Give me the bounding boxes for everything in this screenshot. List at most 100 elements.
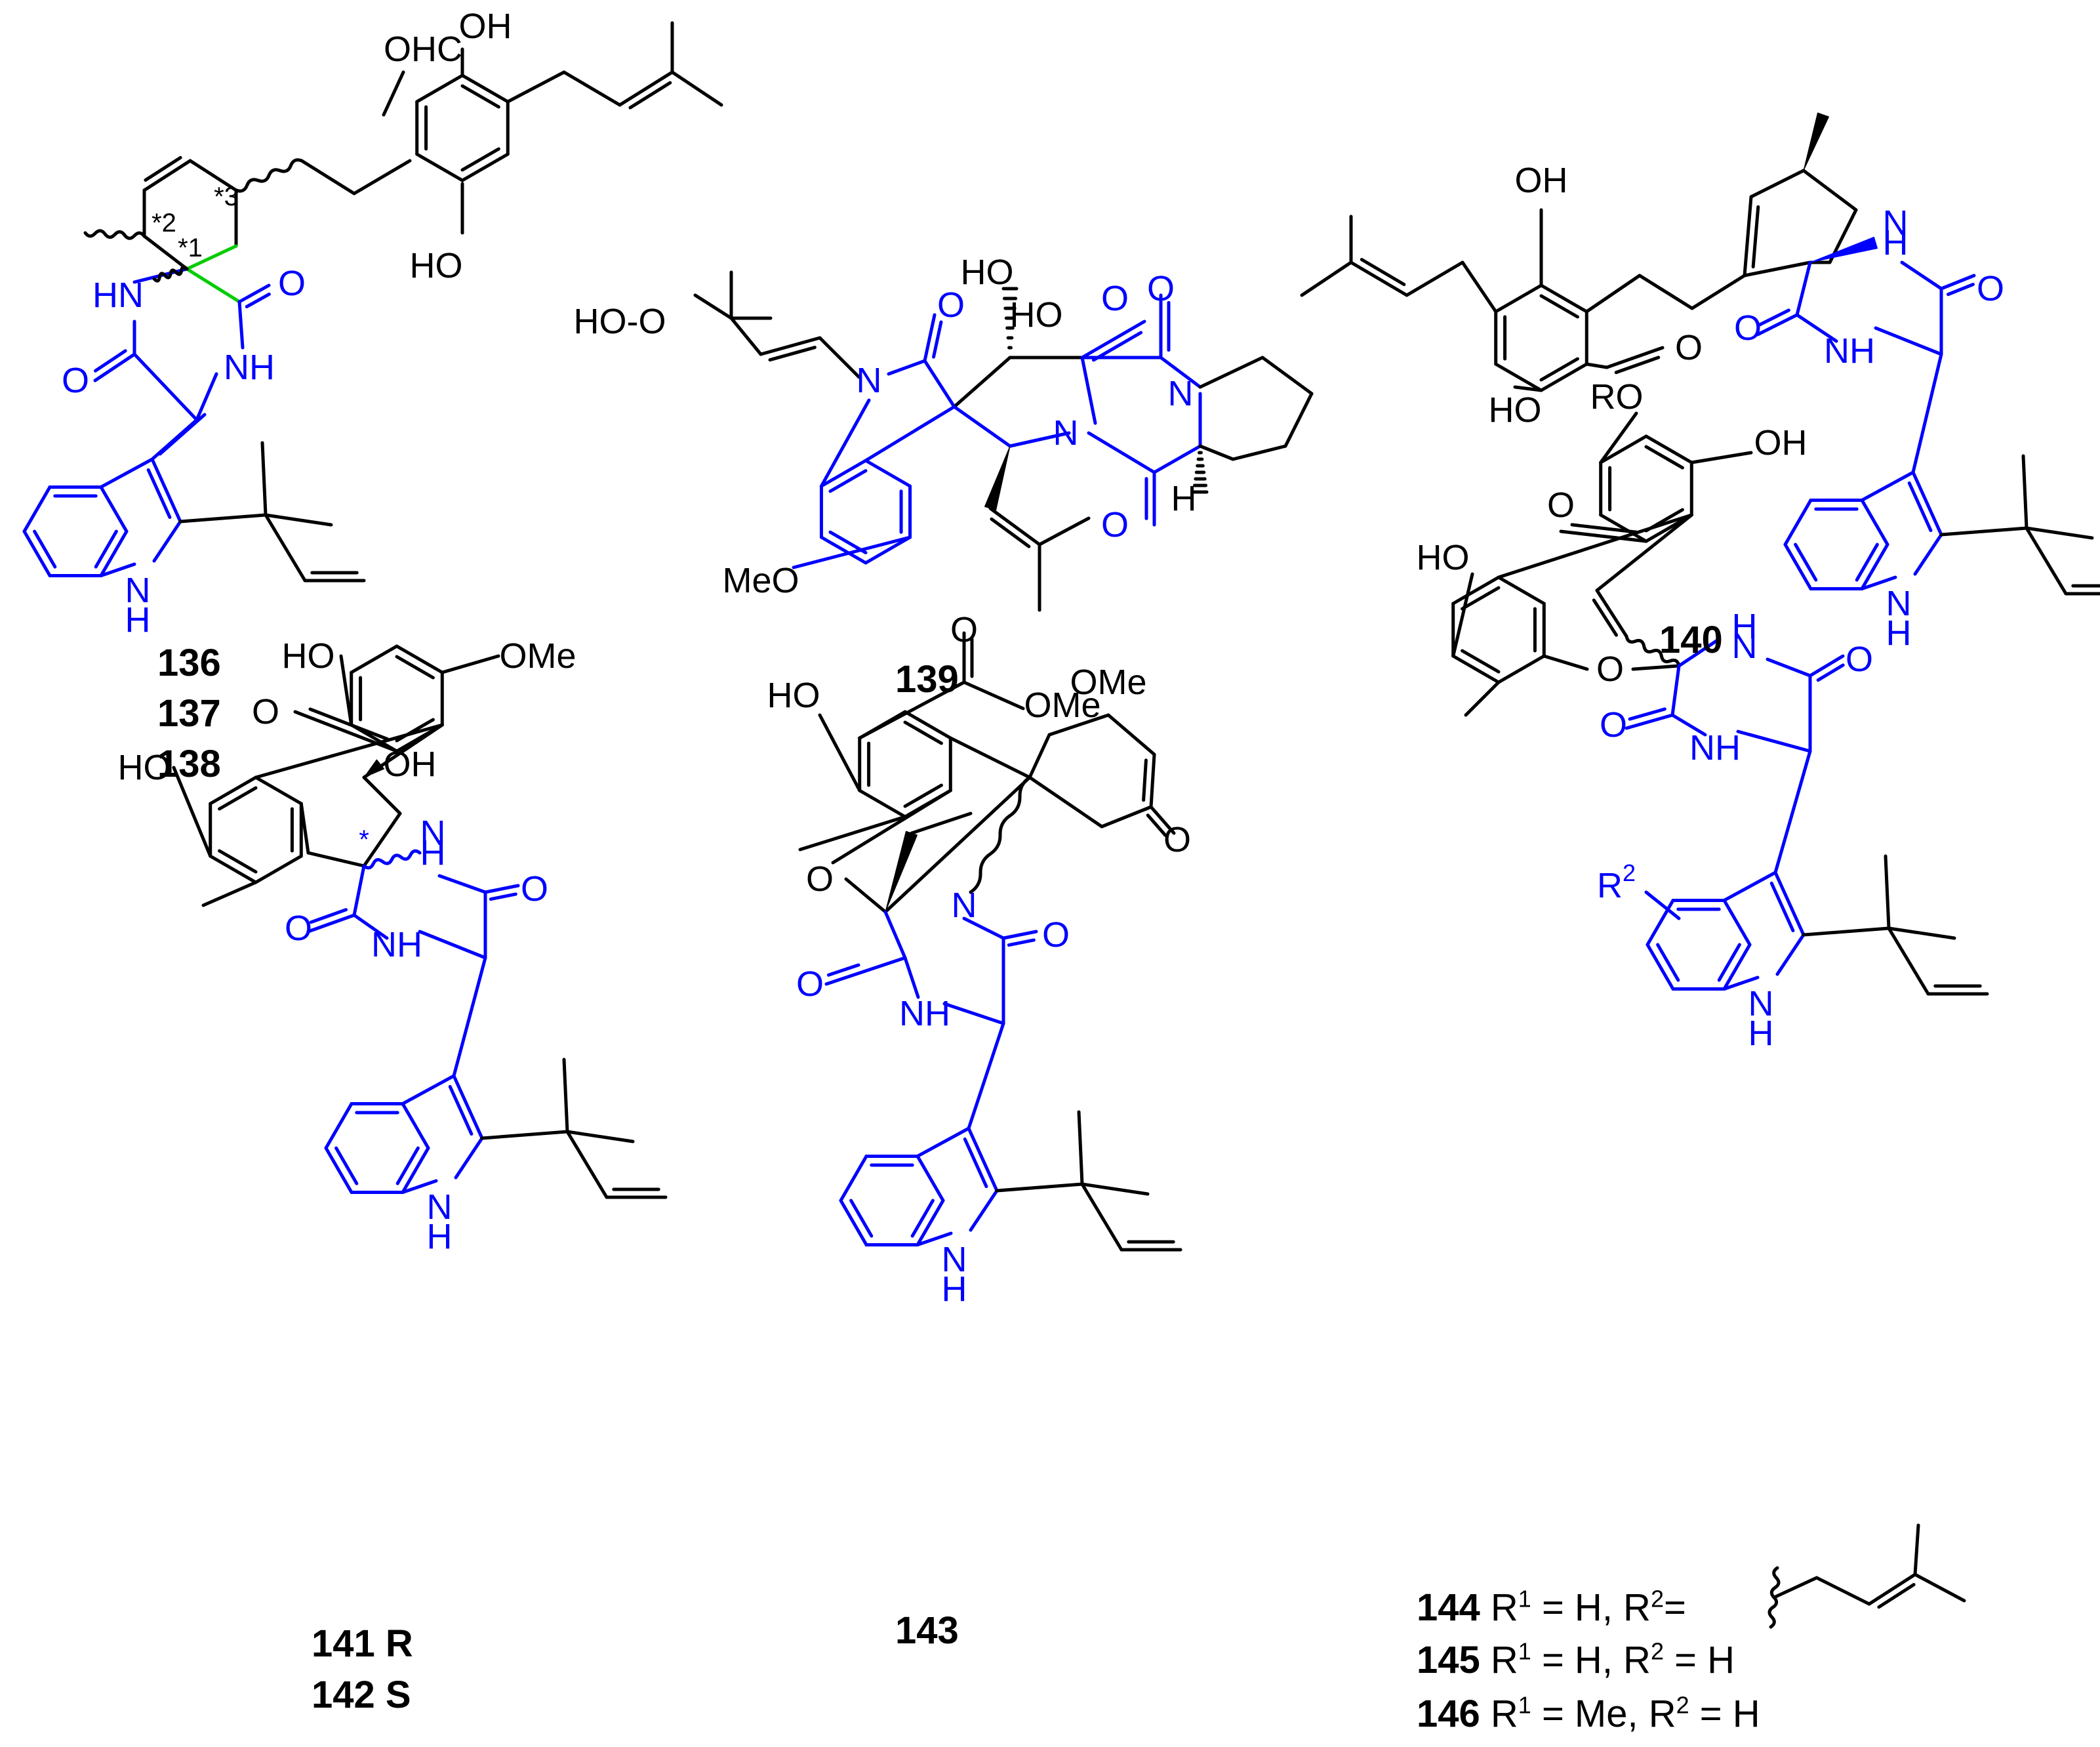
bond <box>299 802 310 855</box>
bond <box>1146 813 1167 837</box>
bond <box>1722 871 1777 902</box>
bond <box>150 457 182 524</box>
bond <box>188 159 238 192</box>
bond <box>1349 260 1409 297</box>
bond <box>819 398 871 488</box>
bond <box>460 152 510 182</box>
bond <box>94 349 127 373</box>
bond <box>883 775 1032 914</box>
bond <box>1585 362 1609 369</box>
r2-label: R2 <box>1597 859 1636 906</box>
bond <box>916 1199 945 1247</box>
bond <box>1656 943 1680 982</box>
bond <box>1677 638 1720 668</box>
atom-o: O <box>1101 505 1129 545</box>
bond <box>480 1130 569 1140</box>
atom-stereo3: *3 <box>214 182 239 211</box>
compound-label-137: 137 <box>157 692 221 735</box>
bond <box>1756 313 1799 337</box>
atom-nh: NH <box>899 994 950 1033</box>
bond <box>2025 526 2068 596</box>
bond <box>1614 356 1661 375</box>
bond <box>1939 526 2029 537</box>
bond <box>1802 926 1891 937</box>
bond <box>460 147 500 172</box>
bond <box>260 441 268 517</box>
bond <box>293 710 399 753</box>
bond <box>1605 346 1665 369</box>
bond <box>1946 283 1975 297</box>
bond <box>1198 444 1235 461</box>
bond <box>300 159 356 195</box>
bond <box>1913 1572 1966 1603</box>
bond <box>858 680 966 740</box>
atom-ome: OMe <box>499 636 576 676</box>
bond-network <box>22 21 2100 1629</box>
compound-label-138: 138 <box>157 743 221 785</box>
bond <box>1860 543 1889 591</box>
bond <box>309 908 348 924</box>
bond <box>1911 352 1943 474</box>
bond <box>306 913 356 934</box>
bond <box>1585 274 1642 314</box>
bond <box>33 529 57 569</box>
bond <box>1599 434 1648 464</box>
bond <box>1646 898 1675 947</box>
atom-o: O <box>950 610 978 649</box>
bond <box>1539 283 1588 314</box>
bond <box>178 513 268 524</box>
bond <box>1773 749 1812 874</box>
atom-h: H <box>1748 1014 1774 1053</box>
bond <box>1644 434 1693 464</box>
atom-n: N <box>427 1187 453 1227</box>
bond <box>932 320 943 359</box>
bond <box>792 535 912 569</box>
bond <box>452 956 487 1078</box>
bond <box>1736 730 1812 753</box>
bond <box>362 812 402 868</box>
atom-h: H <box>1171 479 1197 518</box>
atom-o: O <box>1596 649 1624 689</box>
atom-n: N <box>952 886 977 925</box>
bond <box>142 159 192 192</box>
bond <box>818 713 862 792</box>
bond <box>1008 431 1071 448</box>
compound-label-142: 142 S <box>312 1674 411 1716</box>
atom-oh: OH <box>1515 161 1568 200</box>
bond <box>849 1199 874 1238</box>
bond <box>350 644 399 674</box>
bond <box>1816 663 1845 682</box>
bond <box>1855 543 1879 582</box>
bond <box>1159 356 1202 389</box>
bond <box>234 158 304 193</box>
bond <box>565 1130 609 1199</box>
bond <box>448 1084 474 1136</box>
bond <box>142 234 189 271</box>
bond <box>22 485 52 533</box>
bond <box>1773 871 1806 937</box>
atom-h: H <box>427 1217 453 1256</box>
bond <box>819 535 868 565</box>
bond <box>132 352 199 422</box>
atom-o: O <box>1675 328 1703 367</box>
bond <box>1860 498 1889 546</box>
bond <box>395 644 444 674</box>
bond <box>506 70 566 104</box>
bond <box>324 1146 353 1195</box>
bond <box>1142 758 1148 802</box>
bond <box>887 359 927 376</box>
bond <box>565 1130 635 1143</box>
bond <box>1007 938 1036 947</box>
compound-label-143: 143 <box>895 1609 959 1652</box>
bond <box>963 1137 988 1189</box>
bond <box>1644 445 1684 470</box>
bond <box>172 766 212 858</box>
bond <box>1539 357 1579 382</box>
bond <box>415 73 464 104</box>
bond <box>1497 654 1546 684</box>
wedge-bond <box>984 445 1011 511</box>
bond <box>562 1058 569 1134</box>
bond <box>1559 529 1648 543</box>
atom-ho: HO <box>282 636 335 676</box>
bond <box>1670 664 1681 717</box>
